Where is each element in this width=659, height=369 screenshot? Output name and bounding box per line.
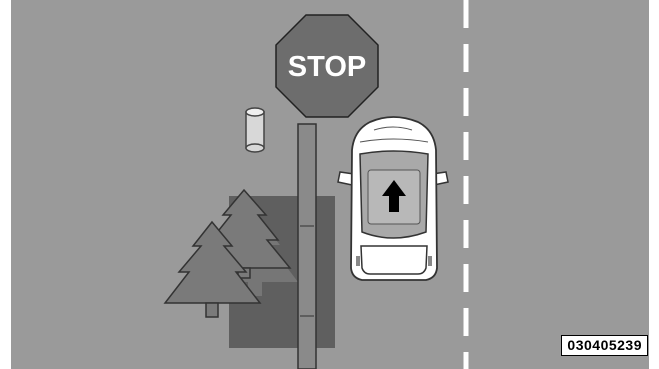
bollard [246, 108, 264, 152]
stop-sign: STOP [276, 15, 378, 117]
figure-id-label: 030405239 [561, 335, 648, 356]
stop-sign-text: STOP [288, 51, 366, 83]
sign-post [298, 124, 316, 369]
